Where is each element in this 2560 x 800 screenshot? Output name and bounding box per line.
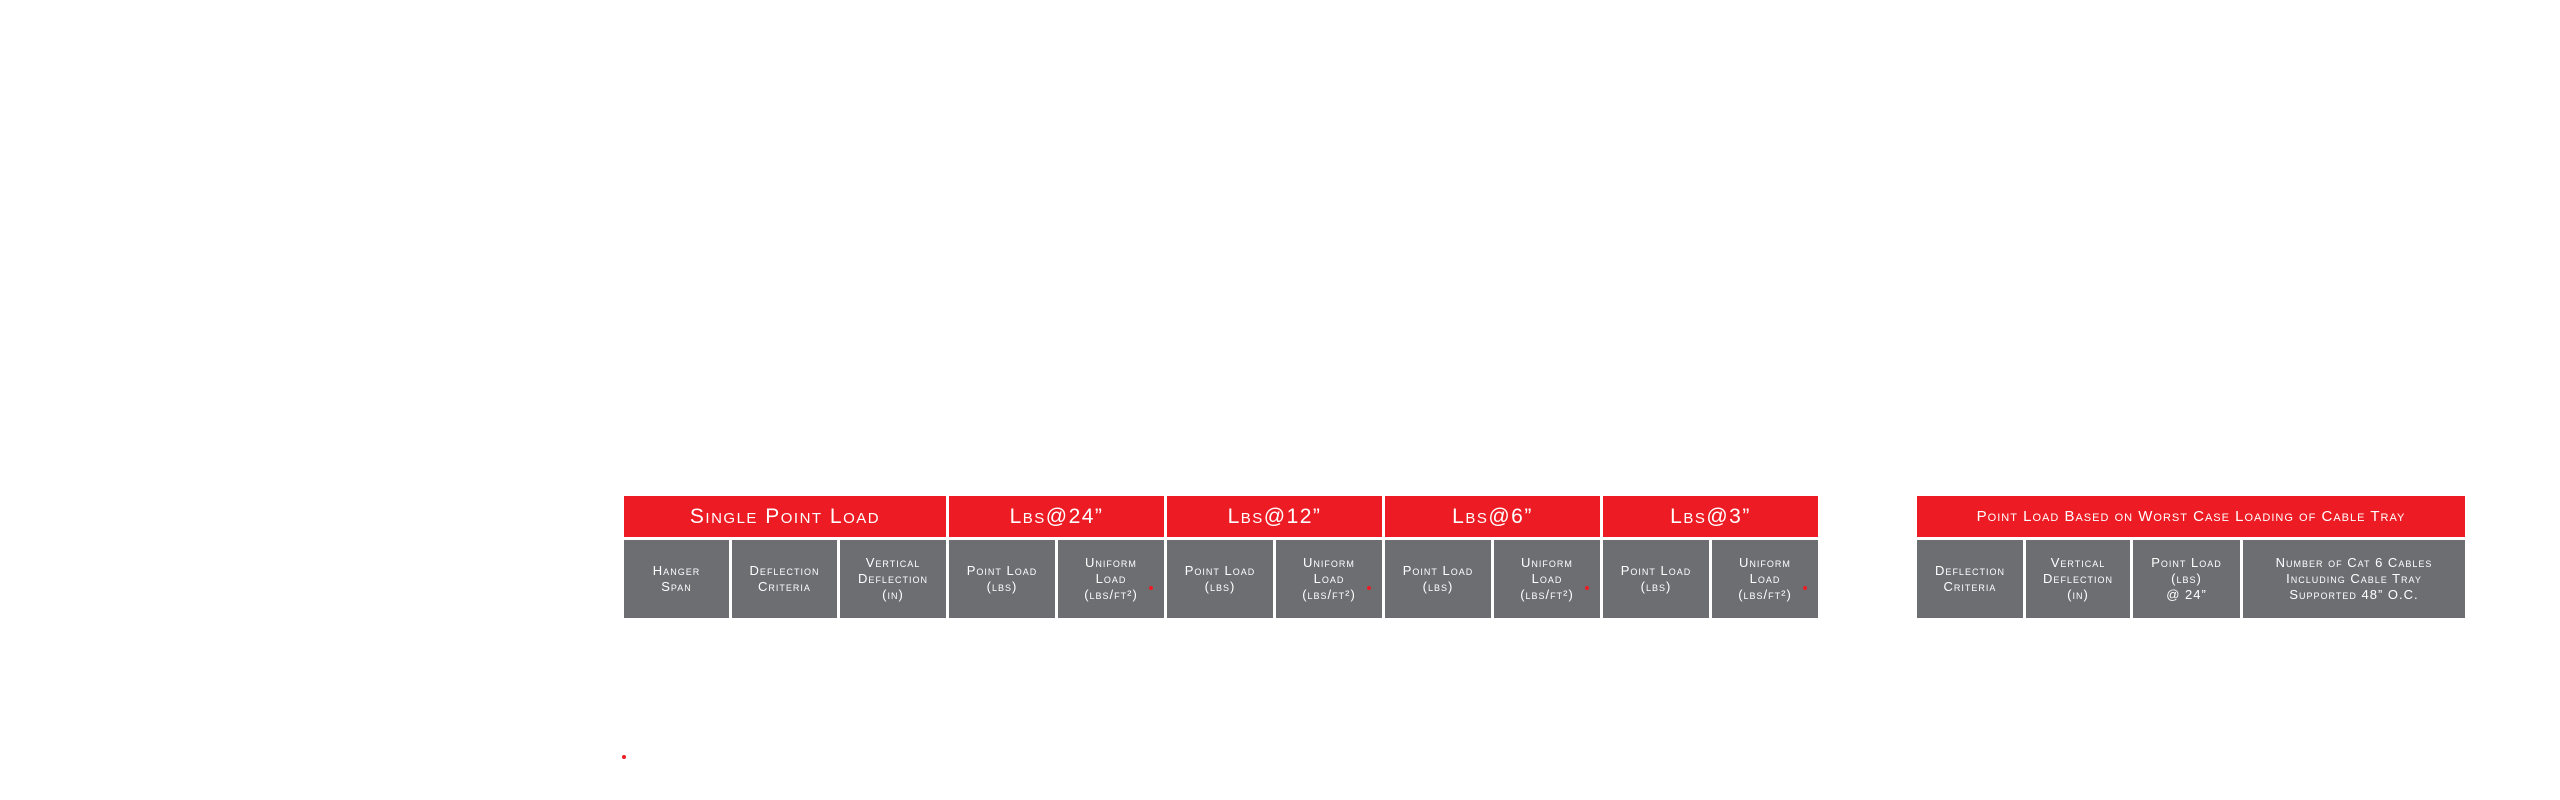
footnote-marker-icon [1803,586,1807,590]
subheader-line: Criteria [758,579,811,594]
subheader-line: (lbs) [1422,579,1454,594]
group-header-lbs-3: Lbs@3” [1603,496,1818,537]
subheader-uniform-load-6: Uniform Load (lbs/ft²) [1494,540,1600,618]
subheader-vertical-deflection: Vertical Deflection (in) [2026,540,2130,618]
subheader-line: (lbs/ft²) [1302,587,1356,602]
subheader-line: Hanger [652,563,701,578]
subheader-line: Supported 48” O.C. [2289,587,2419,602]
footnote-marker-icon [1585,586,1589,590]
subheader-line: Load [1749,571,1781,586]
subheader-line: (in) [882,587,904,602]
footnote-marker-icon [1149,586,1153,590]
load-table-right: Point Load Based on Worst Case Loading o… [1917,496,2465,618]
subheader-line: Point Load [1402,563,1474,578]
subheader-line: Span [661,579,692,594]
subheader-line: Uniform [1085,555,1137,570]
subheader-line: Uniform [1521,555,1573,570]
subheader-point-load-6: Point Load (lbs) [1385,540,1491,618]
group-header-single-point-load: Single Point Load [624,496,946,537]
subheader-line: Deflection [858,571,928,586]
subheader-cat6-cable-count: Number of Cat 6 Cables Including Cable T… [2243,540,2465,618]
group-header-worst-case: Point Load Based on Worst Case Loading o… [1917,496,2465,537]
subheader-uniform-load-3: Uniform Load (lbs/ft²) [1712,540,1818,618]
subheader-deflection-criteria: Deflection Criteria [1917,540,2023,618]
subheader-line: (lbs) [986,579,1018,594]
subheader-line: Point Load [1620,563,1692,578]
subheader-line: Point Load [966,563,1038,578]
subheader-line: (lbs) [1204,579,1236,594]
subheader-line: Uniform [1739,555,1791,570]
subheader-line: Load [1531,571,1563,586]
subheader-line: Point Load [1184,563,1256,578]
subheader-point-load-24: Point Load (lbs) [949,540,1055,618]
subheader-line: Deflection [1935,563,2005,578]
subheader-hanger-span: Hanger Span [624,540,729,618]
group-header-lbs-12: Lbs@12” [1167,496,1382,537]
subheader-line: (lbs) [2171,571,2202,586]
subheader-line: (lbs/ft²) [1520,587,1574,602]
subheader-line: Number of Cat 6 Cables [2275,555,2433,570]
subheader-line: Load [1095,571,1127,586]
subheader-line: Including Cable Tray [2286,571,2422,586]
subheader-line: Point Load [2151,555,2222,570]
subheader-uniform-load-24: Uniform Load (lbs/ft²) [1058,540,1164,618]
subheader-line: (lbs/ft²) [1084,587,1138,602]
subheader-line: Deflection [749,563,820,578]
subheader-deflection-criteria: Deflection Criteria [732,540,837,618]
subheader-line: (lbs) [1640,579,1672,594]
subheader-point-load-12: Point Load (lbs) [1167,540,1273,618]
subheader-point-load-3: Point Load (lbs) [1603,540,1709,618]
group-header-lbs-6: Lbs@6” [1385,496,1600,537]
subheader-point-load-24: Point Load (lbs) @ 24” [2133,540,2240,618]
subheader-uniform-load-12: Uniform Load (lbs/ft²) [1276,540,1382,618]
subheader-line: Load [1313,571,1345,586]
subheader-line: (lbs/ft²) [1738,587,1792,602]
subheader-line: (in) [2067,587,2089,602]
subheader-line: Deflection [2043,571,2113,586]
subheader-vertical-deflection: Vertical Deflection (in) [840,540,946,618]
subheader-line: Vertical [865,555,921,570]
subheader-line: Criteria [1943,579,1997,594]
footnote-marker-icon [622,755,626,759]
subheader-line: Uniform [1303,555,1355,570]
group-header-lbs-24: Lbs@24” [949,496,1164,537]
load-table-left: Single Point Load Lbs@24” Lbs@12” Lbs@6”… [624,496,1818,618]
footnote-marker-icon [1367,586,1371,590]
subheader-line: @ 24” [2166,587,2207,602]
subheader-line: Vertical [2050,555,2106,570]
